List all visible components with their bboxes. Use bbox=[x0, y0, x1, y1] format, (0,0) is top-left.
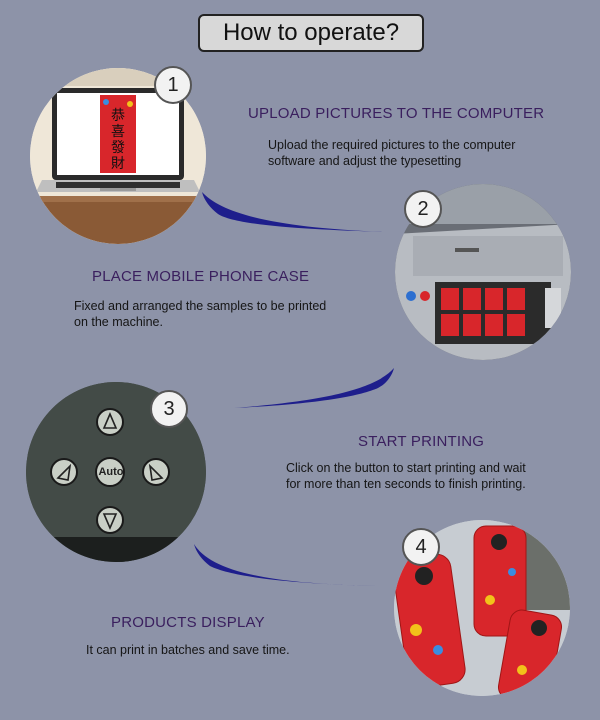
step1-description: Upload the required pictures to the comp… bbox=[268, 137, 515, 169]
step2-desc-line1: Fixed and arranged the samples to be pri… bbox=[74, 299, 327, 313]
step4-description: It can print in batches and save time. bbox=[86, 642, 290, 658]
step3-desc-line1: Click on the button to start printing an… bbox=[286, 461, 526, 475]
step3-number-badge: 3 bbox=[150, 390, 188, 428]
step3-description: Click on the button to start printing an… bbox=[286, 460, 526, 492]
step2-heading: PLACE MOBILE PHONE CASE bbox=[92, 268, 310, 285]
svg-text:發: 發 bbox=[111, 140, 125, 156]
step4-desc-line1: It can print in batches and save time. bbox=[86, 643, 290, 657]
step3-heading: START PRINTING bbox=[358, 433, 485, 450]
auto-button-label: Auto bbox=[98, 466, 124, 478]
step2-number-badge: 2 bbox=[404, 190, 442, 228]
svg-text:喜: 喜 bbox=[111, 124, 125, 140]
svg-text:財: 財 bbox=[111, 156, 125, 172]
swoosh-arrow-3 bbox=[194, 544, 380, 586]
step3-desc-line2: for more than ten seconds to finish prin… bbox=[286, 477, 526, 491]
step2-desc-line2: on the machine. bbox=[74, 315, 163, 329]
step1-heading: UPLOAD PICTURES TO THE COMPUTER bbox=[248, 105, 545, 122]
step2-description: Fixed and arranged the samples to be pri… bbox=[74, 298, 326, 330]
svg-text:恭: 恭 bbox=[111, 108, 125, 124]
swoosh-arrow-2 bbox=[234, 368, 394, 408]
step1-number-badge: 1 bbox=[154, 66, 192, 104]
step1-desc-line1: Upload the required pictures to the comp… bbox=[268, 138, 516, 152]
step4-heading: PRODUCTS DISPLAY bbox=[111, 614, 265, 631]
step4-number-badge: 4 bbox=[402, 528, 440, 566]
page-title: How to operate? bbox=[198, 14, 424, 52]
swoosh-arrow-1 bbox=[202, 192, 388, 232]
step1-desc-line2: software and adjust the typesetting bbox=[268, 154, 462, 168]
